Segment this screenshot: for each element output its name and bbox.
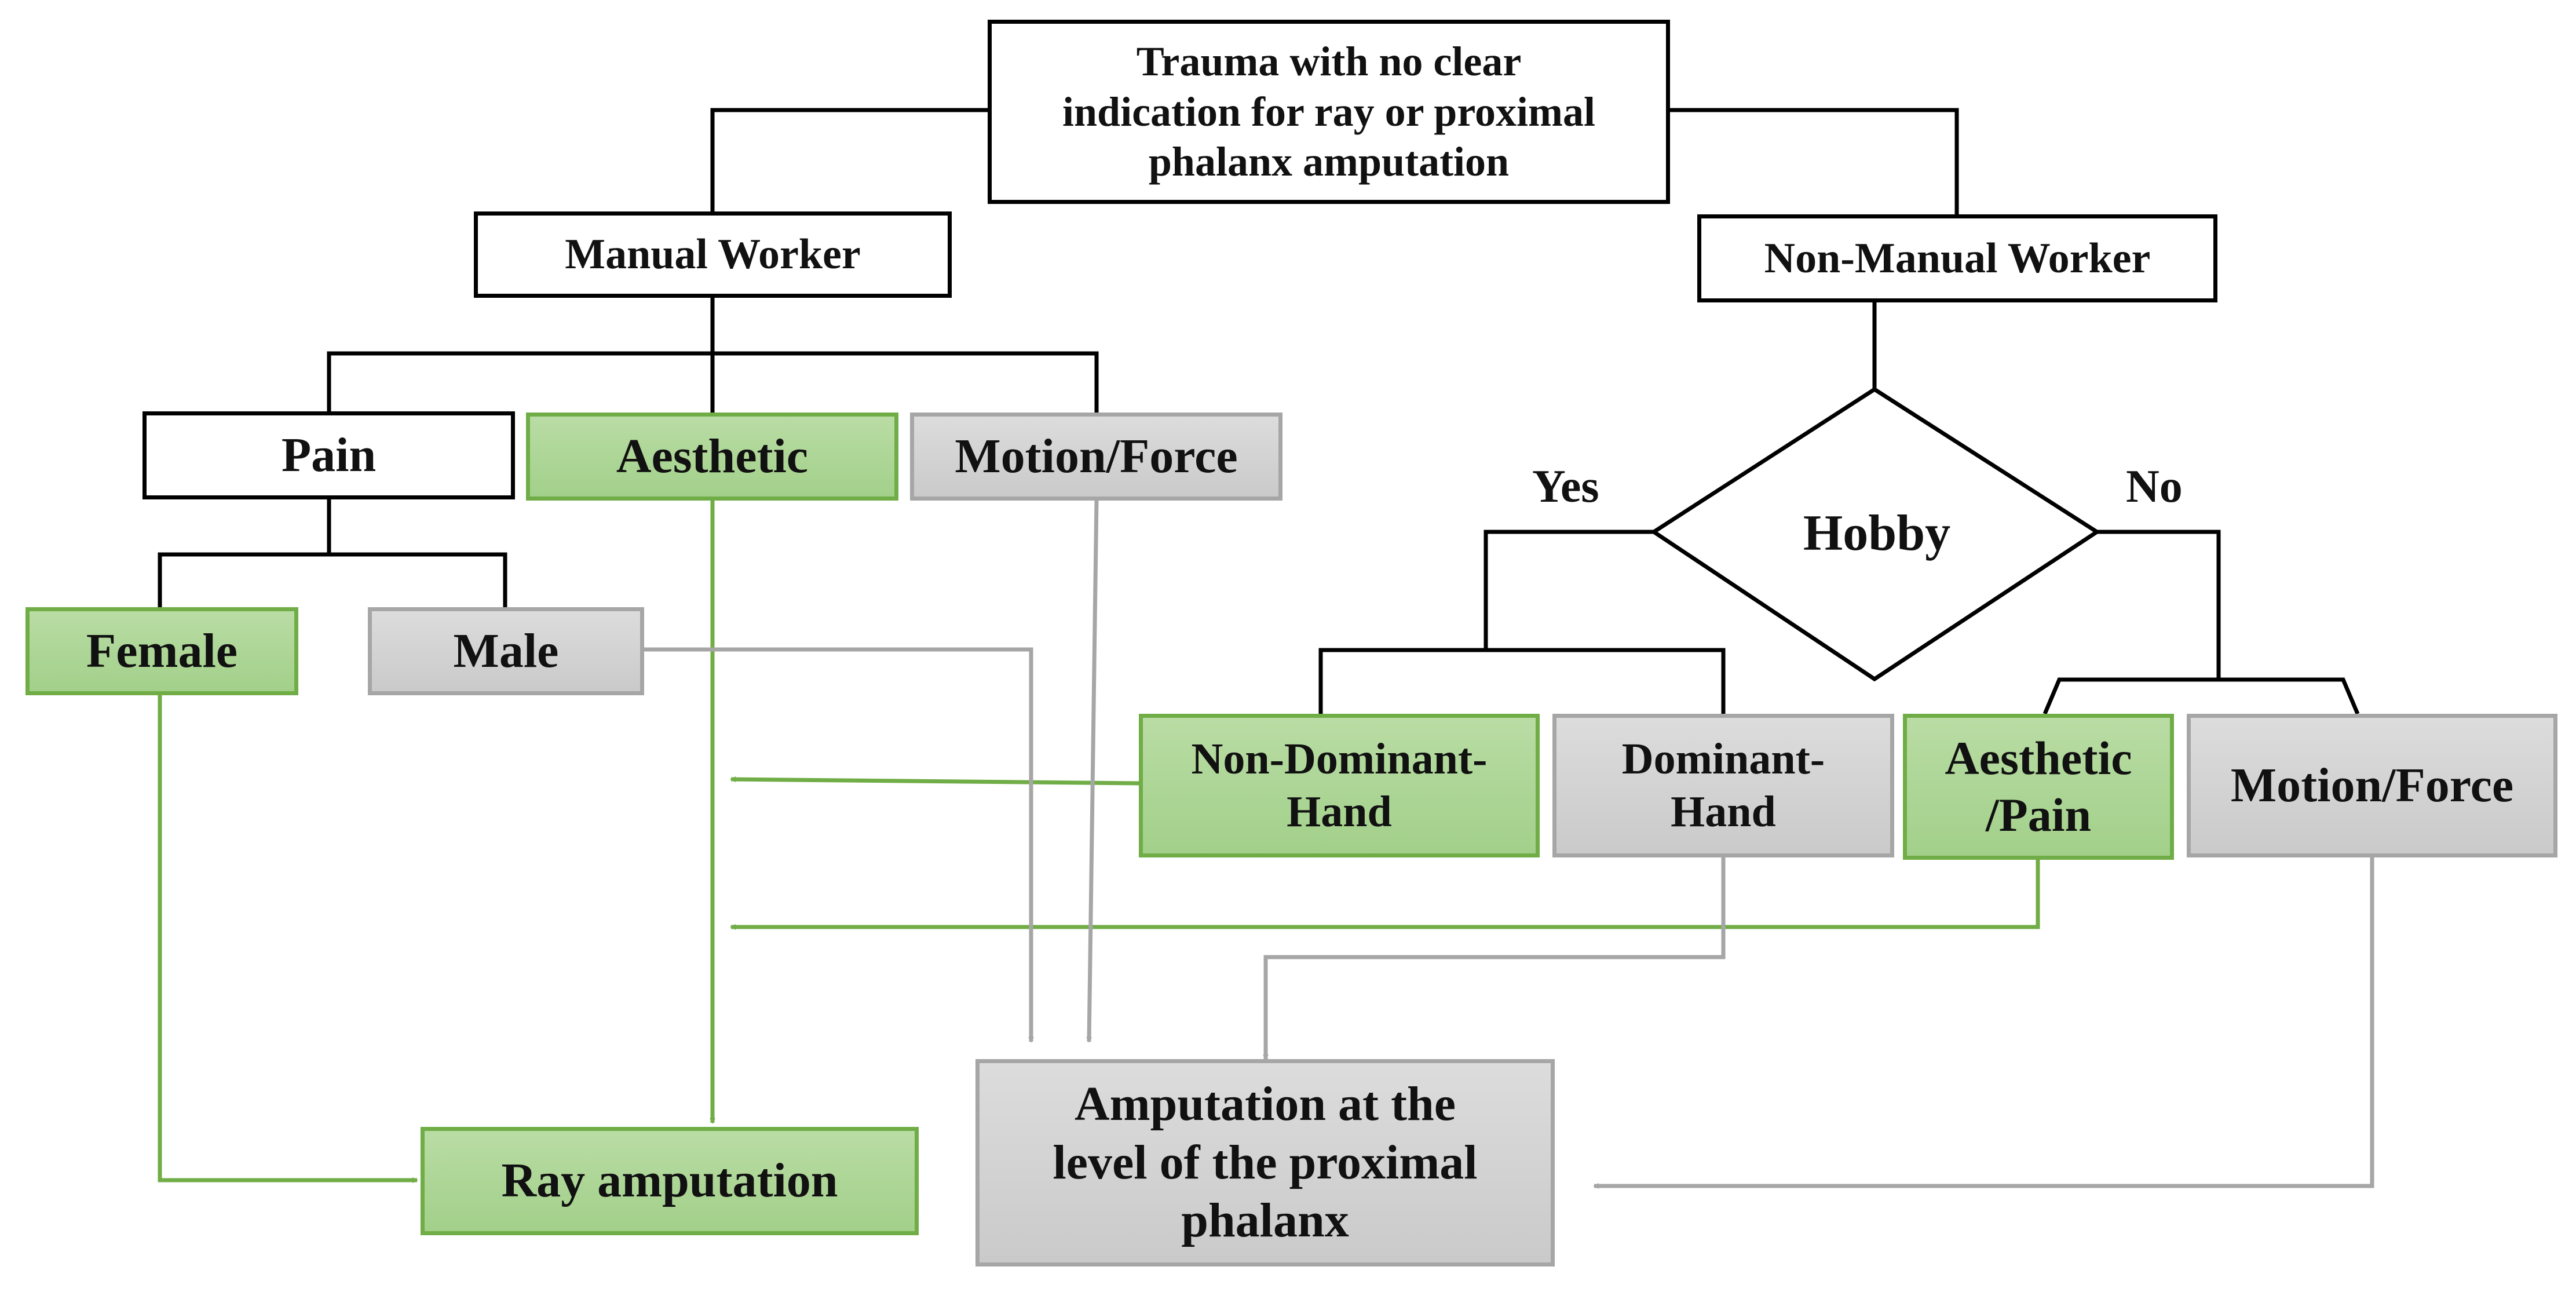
connector-root-nonmanual xyxy=(1668,108,1959,214)
arrow-motionforce-right-to-proximal xyxy=(1593,856,2374,1189)
arrow-nondominant-to-left xyxy=(730,776,1142,786)
arrow-male-to-proximal xyxy=(642,647,1034,1043)
connector-hobby-yes xyxy=(1484,530,1654,650)
hobby-label: Hobby xyxy=(1803,505,1951,561)
hobby-diamond xyxy=(1650,386,2101,682)
connector-yes-branches xyxy=(1318,648,1726,714)
connector-root-manual xyxy=(710,108,988,213)
aesthetic-node: Aesthetic xyxy=(526,413,898,501)
motion-force-left-node: Motion/Force xyxy=(910,413,1282,501)
connector-no-branches xyxy=(2042,677,2360,715)
female-node: Female xyxy=(25,607,298,695)
connector-pain-branches xyxy=(158,552,507,607)
male-node: Male xyxy=(368,607,644,695)
arrow-motionforce-to-proximal xyxy=(1086,499,1099,1043)
arrow-aestheticpain-to-left xyxy=(730,857,2040,930)
ray-amputation-node: Ray amputation xyxy=(421,1127,919,1235)
tree-connectors xyxy=(158,108,2360,715)
grey-arrows xyxy=(642,499,2374,1189)
arrow-dominant-to-proximal xyxy=(1263,856,1726,1060)
connector-hobby-no xyxy=(2097,530,2221,680)
yes-label: Yes xyxy=(1532,461,1599,512)
proximal-phalanx-amputation-node: Amputation at the level of the proximal … xyxy=(975,1059,1555,1267)
motion-force-right-node: Motion/Force xyxy=(2187,714,2557,857)
non-manual-worker-node: Non-Manual Worker xyxy=(1697,214,2217,302)
pain-node: Pain xyxy=(142,411,515,499)
arrow-female-to-ray xyxy=(158,694,418,1183)
green-arrows xyxy=(158,499,2040,1183)
non-dominant-hand-node: Non-Dominant- Hand xyxy=(1139,714,1540,857)
no-label: No xyxy=(2126,461,2183,512)
dominant-hand-node: Dominant- Hand xyxy=(1552,714,1894,857)
manual-worker-node: Manual Worker xyxy=(474,211,952,298)
root-node: Trauma with no clear indication for ray … xyxy=(988,20,1670,204)
aesthetic-pain-node: Aesthetic /Pain xyxy=(1903,714,2174,860)
